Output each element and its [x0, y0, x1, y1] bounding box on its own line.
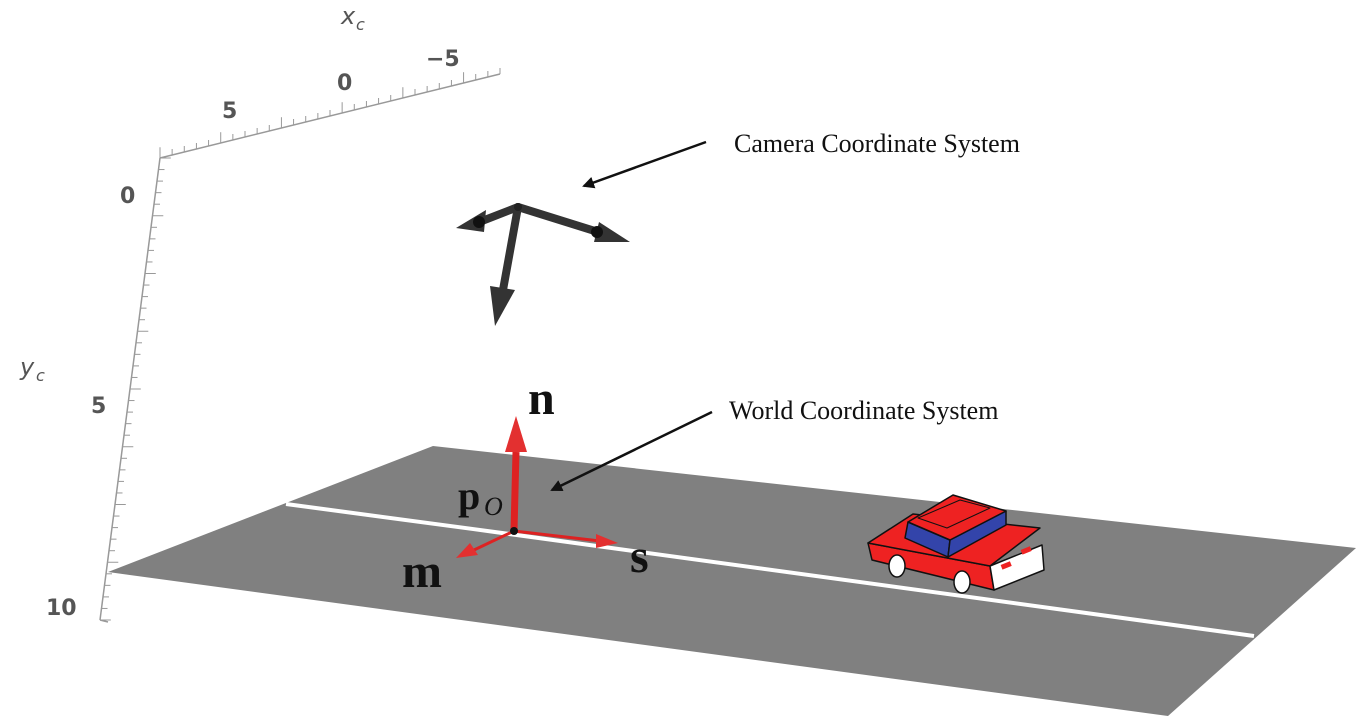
car-wheel	[888, 554, 906, 578]
car-taillight	[1000, 561, 1012, 570]
svg-text:Camera Coordinate System: Camera Coordinate System	[734, 129, 1020, 158]
m-vector-label: m	[402, 545, 442, 598]
camera-pointer-arrow	[582, 140, 707, 189]
xc-tick-label: 5	[222, 99, 237, 124]
xc-tick-label: −5	[426, 47, 460, 72]
camera-axis-arrowhead	[594, 222, 630, 242]
camera-coordinate-frame	[456, 203, 630, 326]
yc-tick-label: 10	[46, 596, 77, 621]
yc-tick-label: 5	[91, 394, 106, 419]
xc-axis-ticks	[159, 68, 501, 158]
car-taillight	[1020, 546, 1032, 555]
svg-text:c: c	[356, 15, 365, 34]
svg-text:c: c	[36, 366, 45, 385]
lane-line	[285, 502, 1255, 638]
car-wheel	[953, 570, 971, 594]
yc-axis-ticks	[100, 157, 171, 621]
svg-text:World Coordinate System: World Coordinate System	[729, 396, 998, 425]
s-axis-arrowhead	[596, 534, 618, 548]
car-roof-line	[917, 499, 991, 529]
world-pointer-arrow	[550, 410, 713, 492]
svg-text:O: O	[484, 492, 503, 521]
s-vector-label: s	[630, 530, 649, 583]
svg-text:x: x	[340, 2, 356, 30]
xc-axis-title: x c	[340, 2, 365, 34]
world-origin-point	[510, 527, 518, 535]
camera-axis-arrowhead	[490, 286, 515, 326]
xc-tick-label: 0	[337, 71, 352, 96]
yc-tick-label: 0	[120, 184, 135, 209]
origin-point-label: p O	[458, 473, 503, 521]
camera-origin	[514, 203, 522, 211]
car	[867, 494, 1045, 594]
m-axis-arrowhead	[456, 543, 478, 558]
svg-text:y: y	[19, 353, 35, 381]
road-plane	[108, 446, 1356, 716]
svg-text:p: p	[458, 473, 480, 518]
n-vector-label: n	[528, 372, 555, 425]
world-annotation: World Coordinate System	[550, 396, 998, 492]
world-coordinate-frame	[456, 416, 618, 558]
camera-annotation: Camera Coordinate System	[582, 129, 1020, 189]
n-axis-arrowhead	[505, 416, 527, 452]
yc-axis-title: y c	[19, 353, 45, 385]
